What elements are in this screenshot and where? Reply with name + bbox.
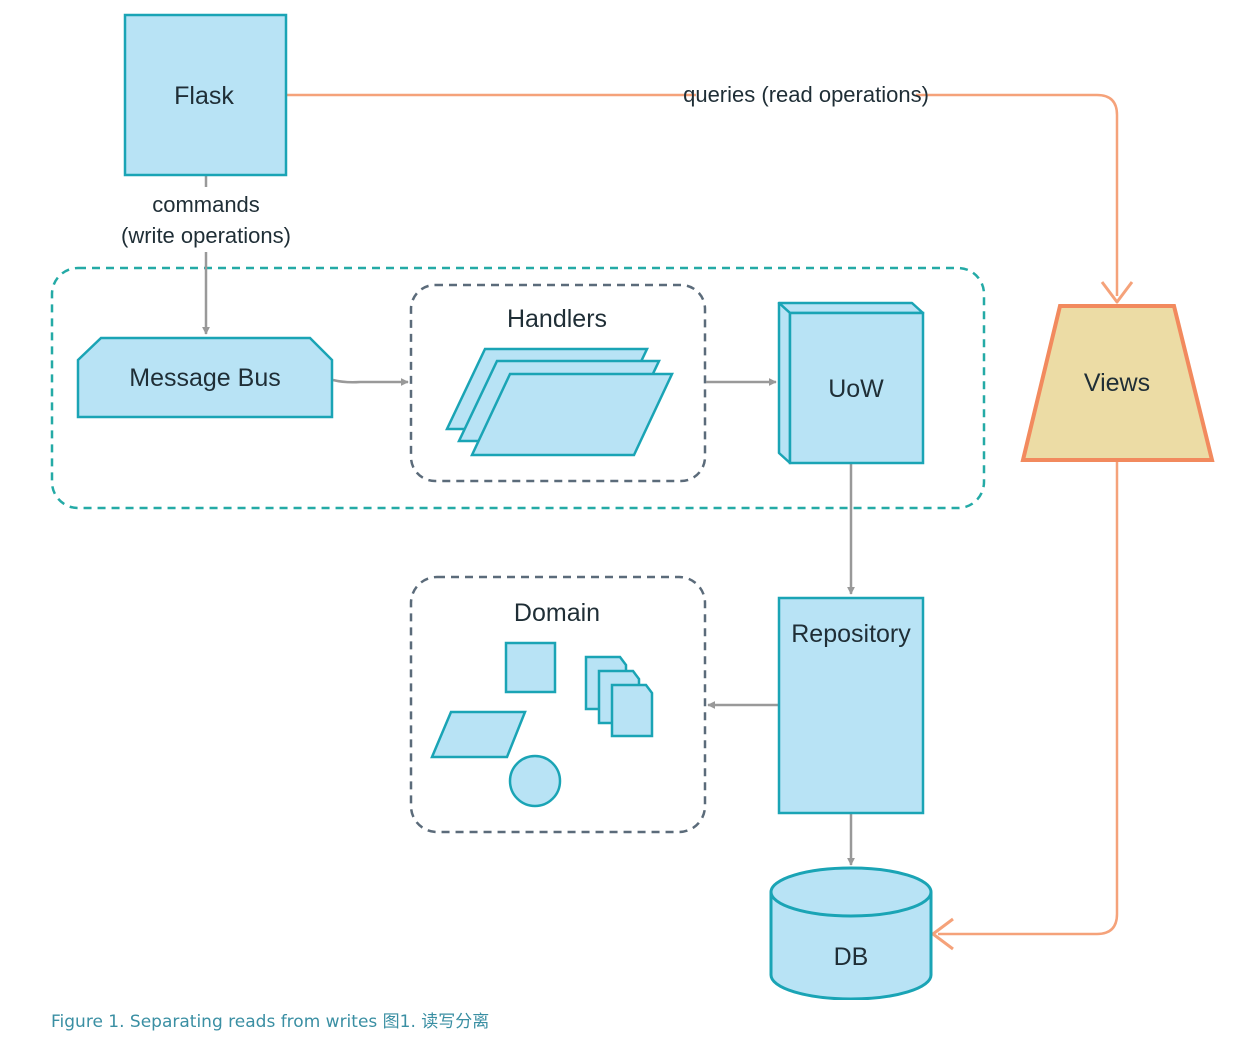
queries-edge: [286, 93, 1119, 296]
flask-label: Flask: [174, 82, 234, 110]
repository-label: Repository: [791, 620, 911, 648]
handlers-label: Handlers: [507, 305, 607, 333]
commands-label-line2: (write operations): [121, 223, 291, 248]
write-side-group: [50, 266, 986, 510]
db-label: DB: [834, 943, 869, 971]
uow-node: [777, 301, 925, 465]
queries-arrowhead: [1100, 281, 1134, 304]
domain-documents-icon: [584, 655, 654, 738]
domain-group: [409, 575, 707, 834]
db-node: [769, 866, 933, 1000]
domain-parallelogram-shape: [430, 710, 527, 759]
views-node: [1020, 304, 1215, 462]
queries-label: queries (read operations): [683, 82, 929, 107]
message-bus-node: [76, 336, 334, 419]
handlers-group: [409, 283, 707, 483]
flask-node: [123, 13, 288, 177]
uow-label: UoW: [828, 375, 884, 403]
bus-to-handlers-edge: [332, 378, 409, 386]
domain-square-shape: [504, 641, 557, 694]
views-to-db-edge: [938, 460, 1119, 936]
domain-circle-shape: [508, 754, 562, 808]
commands-label-line1: commands: [152, 192, 260, 217]
figure-caption: Figure 1. Separating reads from writes 图…: [51, 1012, 490, 1032]
repository-node: [777, 596, 925, 815]
domain-label: Domain: [514, 599, 600, 627]
views-label: Views: [1084, 369, 1150, 397]
message-bus-label: Message Bus: [129, 364, 280, 392]
handlers-stack-icon: [445, 347, 674, 457]
cqrs-diagram: queries (read operations) commands (writ…: [50, 13, 1215, 1000]
views-to-db-arrowhead: [931, 917, 954, 951]
